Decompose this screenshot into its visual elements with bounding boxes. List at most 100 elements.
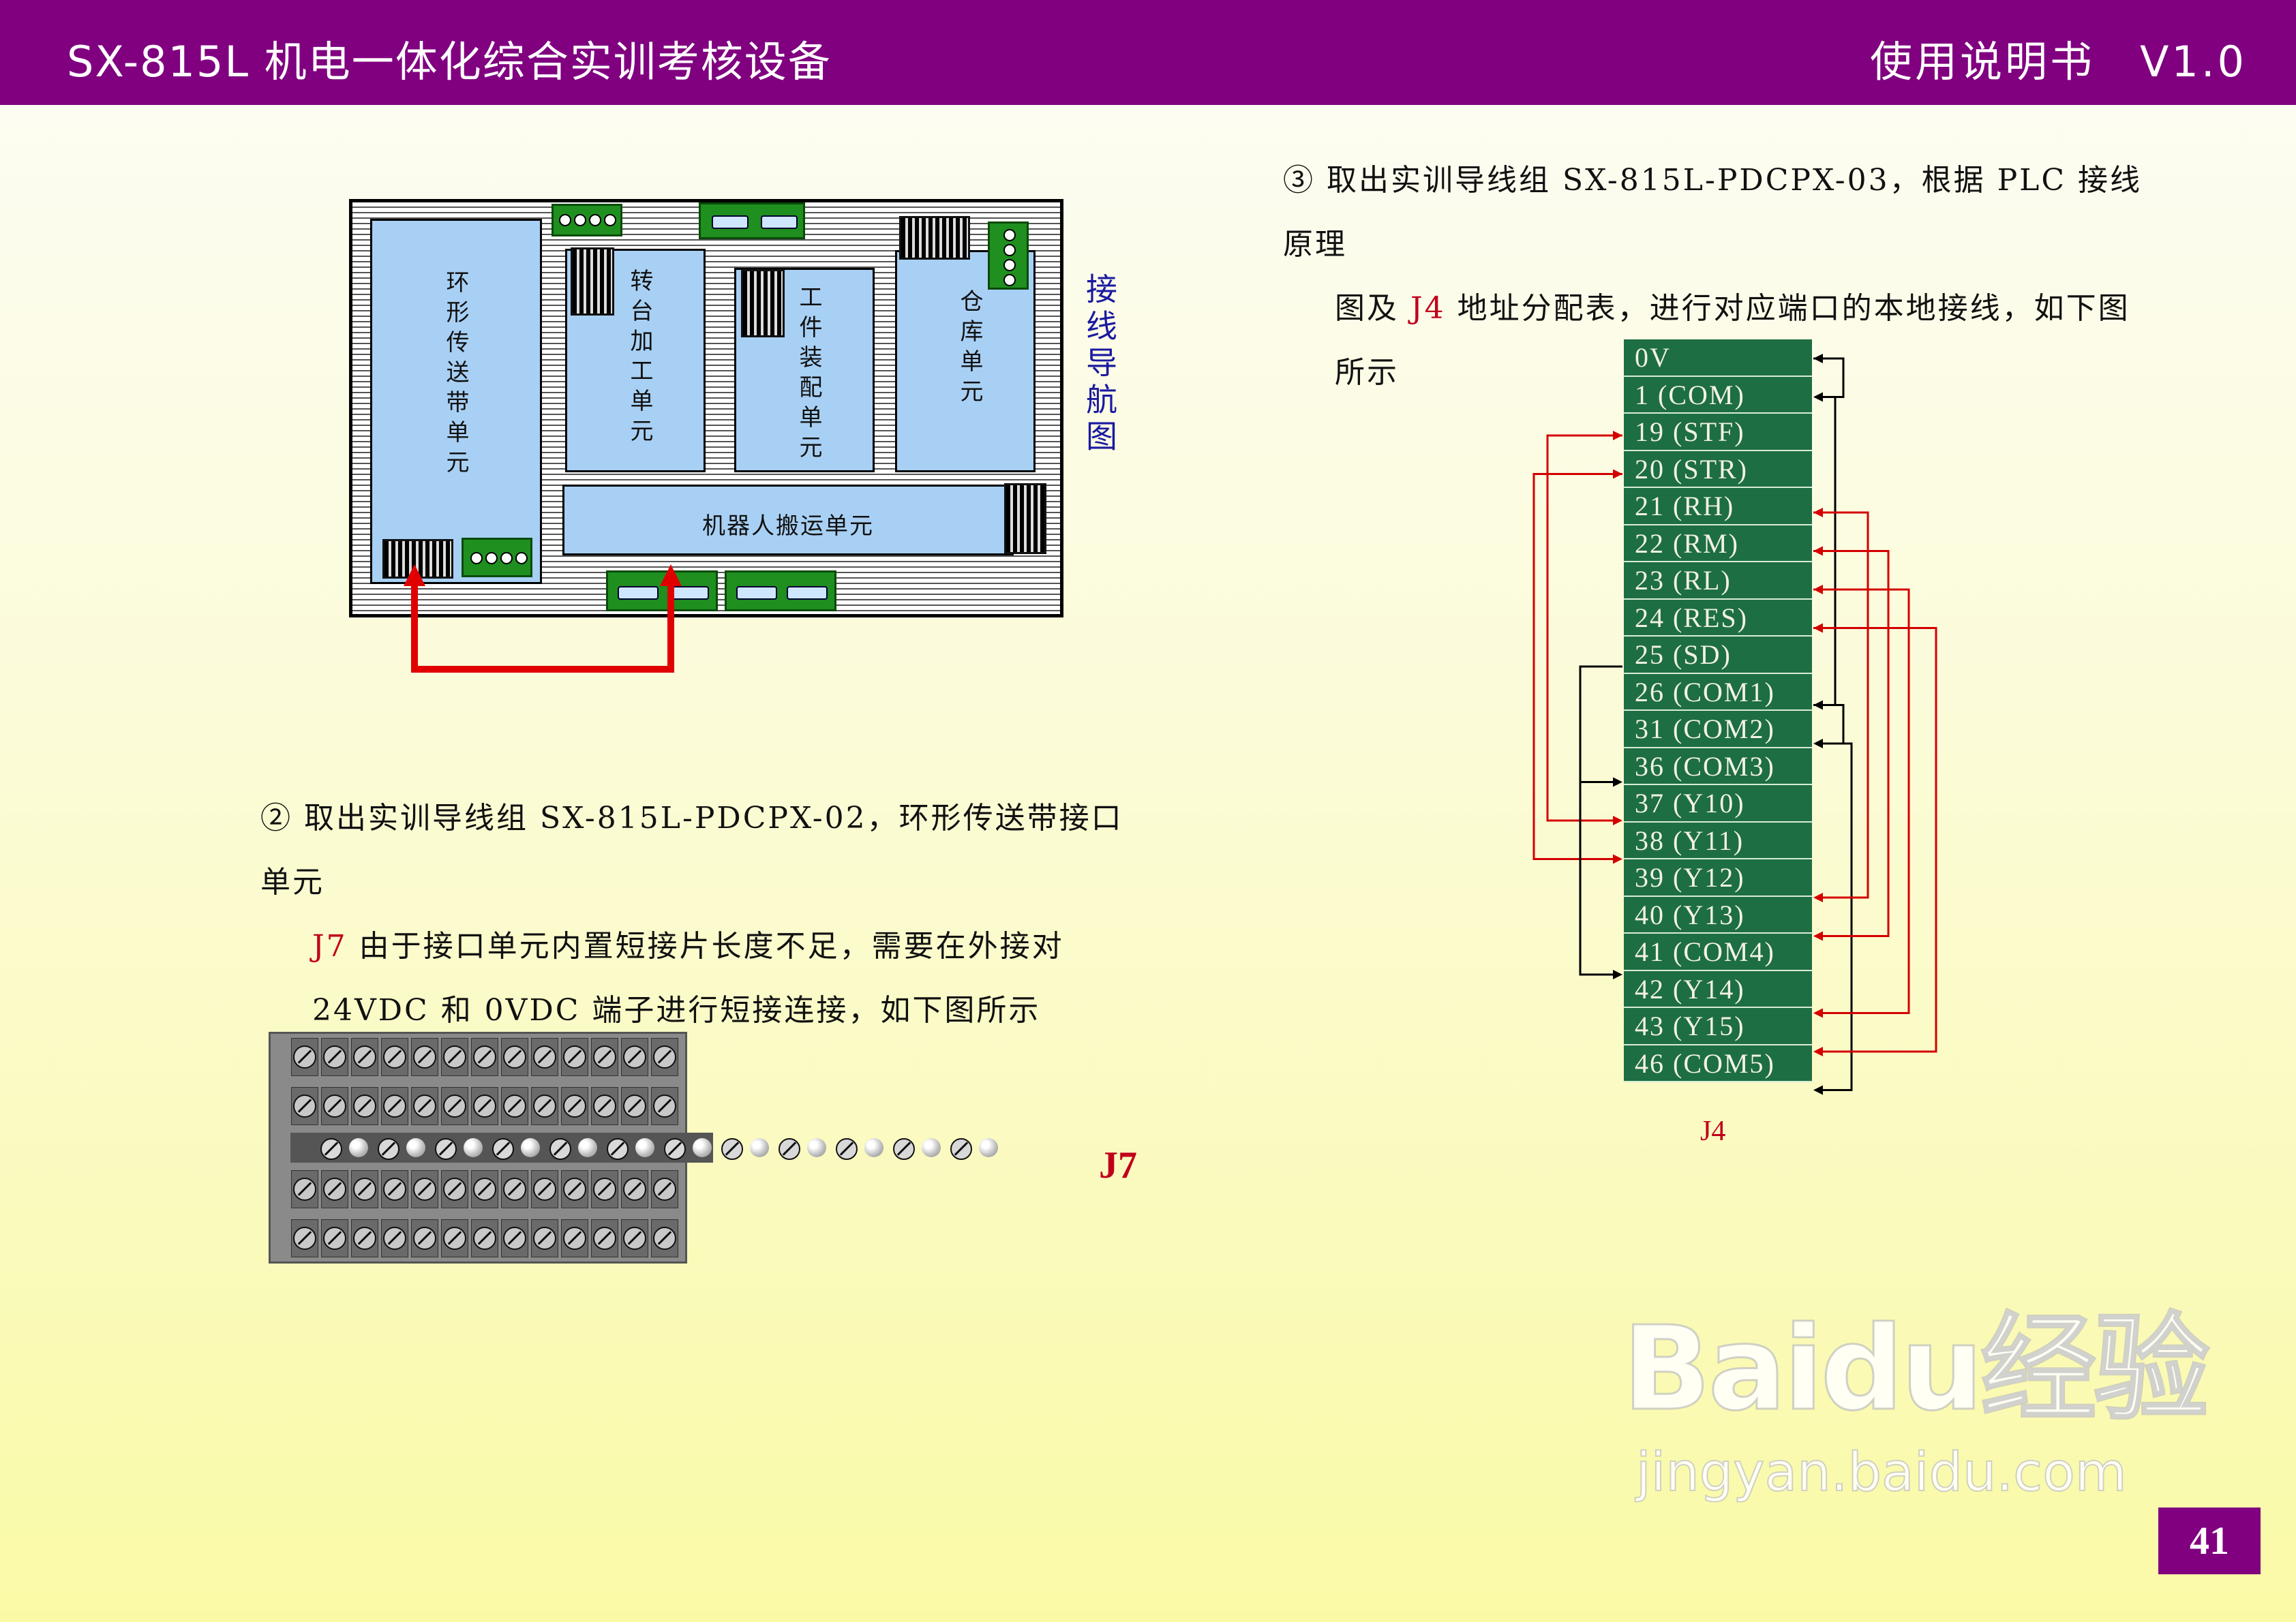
screw-icon: [320, 1138, 342, 1160]
wire-str-y11: [1532, 473, 1622, 860]
wire-0v-com: [1813, 357, 1845, 398]
bead-icon: [521, 1138, 540, 1157]
connector-assembly-side: [741, 269, 785, 337]
terminal: [531, 1170, 558, 1208]
j4-terminal-row: 46 (COM5): [1624, 1045, 1812, 1082]
bead-icon: [864, 1138, 883, 1157]
terminal: [321, 1219, 348, 1257]
step-2-line-2: 由于接口单元内置短接片长度不足，需要在外接对: [359, 929, 1064, 964]
unit-ring-conveyor-label: 环形传送带单元: [442, 270, 469, 480]
step-3-marker: ③: [1283, 163, 1315, 198]
bead-icon: [750, 1138, 769, 1157]
j4-terminal-row: 23 (RL): [1624, 562, 1812, 600]
j4-terminal-row: 0V: [1624, 339, 1812, 377]
screw-icon: [503, 1095, 526, 1118]
arrow-icon: [1813, 1085, 1823, 1095]
screw-icon: [473, 1178, 496, 1201]
screw-icon: [563, 1045, 586, 1069]
terminal: [411, 1038, 438, 1076]
screw-icon: [293, 1227, 316, 1250]
arrow-icon: [1813, 931, 1823, 941]
screw-icon: [503, 1178, 526, 1201]
arrow-icon: [1813, 354, 1823, 363]
terminal-row-bottom-2: [291, 1219, 678, 1257]
screw-icon: [593, 1045, 616, 1069]
screw-icon: [653, 1095, 676, 1118]
j4-terminal-row: 39 (Y12): [1624, 859, 1812, 897]
step-2-paragraph: ② 取出实训导线组 SX-815L-PDCPX-02，环形传送带接口单元 J7 …: [260, 786, 1147, 1043]
step-3-line-2b: 地址分配表，进行对应端口的本地接线，如下图: [1457, 291, 2130, 326]
screw-icon: [293, 1178, 316, 1201]
arrow-icon: [1813, 1008, 1823, 1018]
j4-terminal-row: 19 (STF): [1624, 414, 1812, 451]
screw-icon: [593, 1227, 616, 1250]
bead-icon: [349, 1138, 368, 1157]
terminal: [471, 1087, 498, 1125]
j4-wiring-lines: [1532, 354, 1937, 1095]
terminal: [471, 1038, 498, 1076]
terminal-row-bottom-1: [291, 1170, 678, 1208]
terminal-row-top-2: [291, 1087, 678, 1125]
wire-signal: [1813, 588, 1910, 1014]
terminal: [471, 1170, 498, 1208]
arrow-icon: [1613, 816, 1622, 825]
terminal: [531, 1038, 558, 1076]
terminal: [591, 1038, 618, 1076]
baidu-watermark: Baidu经验 jingyan.baidu.com: [1621, 1274, 2210, 1505]
terminal: [291, 1170, 318, 1208]
screw-icon: [653, 1227, 676, 1250]
arrow-icon: [1613, 469, 1622, 479]
wire-signal: [1813, 511, 1869, 899]
step-2-j7-ref: J7: [312, 929, 348, 964]
connector-assembly-top: [699, 202, 805, 239]
screw-icon: [383, 1227, 406, 1250]
step-3-j4-ref: J4: [1410, 291, 1446, 326]
terminal: [531, 1219, 558, 1257]
bead-icon: [693, 1138, 712, 1157]
step-2-line-3: 24VDC 和 0VDC 端子进行短接连接，如下图所示: [312, 993, 1041, 1028]
arrow-icon: [1813, 546, 1823, 556]
terminal: [621, 1038, 648, 1076]
terminal-row-top-1: [291, 1038, 678, 1076]
screw-icon: [549, 1138, 571, 1160]
bead-icon: [578, 1138, 597, 1157]
terminal: [381, 1038, 408, 1076]
screw-icon: [533, 1095, 556, 1118]
terminal: [351, 1087, 378, 1125]
screw-icon: [492, 1138, 514, 1160]
step-2-marker: ②: [260, 801, 292, 836]
connector-warehouse-side: [988, 221, 1029, 290]
step-3-paragraph: ③ 取出实训导线组 SX-815L-PDCPX-03，根据 PLC 接线原理 图…: [1283, 149, 2169, 405]
manual-version: 使用说明书 V1.0: [1869, 37, 2247, 87]
j4-terminal-row: 36 (COM3): [1624, 748, 1812, 785]
terminal: [291, 1087, 318, 1125]
bead-icon: [406, 1138, 425, 1157]
terminal: [441, 1087, 468, 1125]
j4-terminal-row: 40 (Y13): [1624, 896, 1812, 934]
terminal: [441, 1219, 468, 1257]
connector-warehouse-top: [899, 216, 970, 260]
bead-icon: [922, 1138, 941, 1157]
wire-signal: [1813, 550, 1890, 937]
unit-robot: 机器人搬运单元: [562, 485, 1014, 555]
screw-icon: [383, 1045, 406, 1069]
arrow-icon: [1813, 623, 1823, 633]
screw-icon: [653, 1045, 676, 1069]
terminal: [381, 1219, 408, 1257]
j4-label: J4: [1700, 1116, 1726, 1147]
screw-icon: [950, 1138, 972, 1160]
terminal: [531, 1087, 558, 1125]
screw-icon: [293, 1045, 316, 1069]
terminal: [651, 1170, 678, 1208]
terminal: [441, 1170, 468, 1208]
terminal: [351, 1219, 378, 1257]
terminal: [351, 1038, 378, 1076]
arrow-icon: [1613, 970, 1622, 979]
screw-icon: [623, 1095, 646, 1118]
terminal: [591, 1219, 618, 1257]
screw-icon: [593, 1095, 616, 1118]
terminal: [561, 1170, 588, 1208]
j4-terminal-row: 43 (Y15): [1624, 1008, 1812, 1045]
terminal: [411, 1087, 438, 1125]
